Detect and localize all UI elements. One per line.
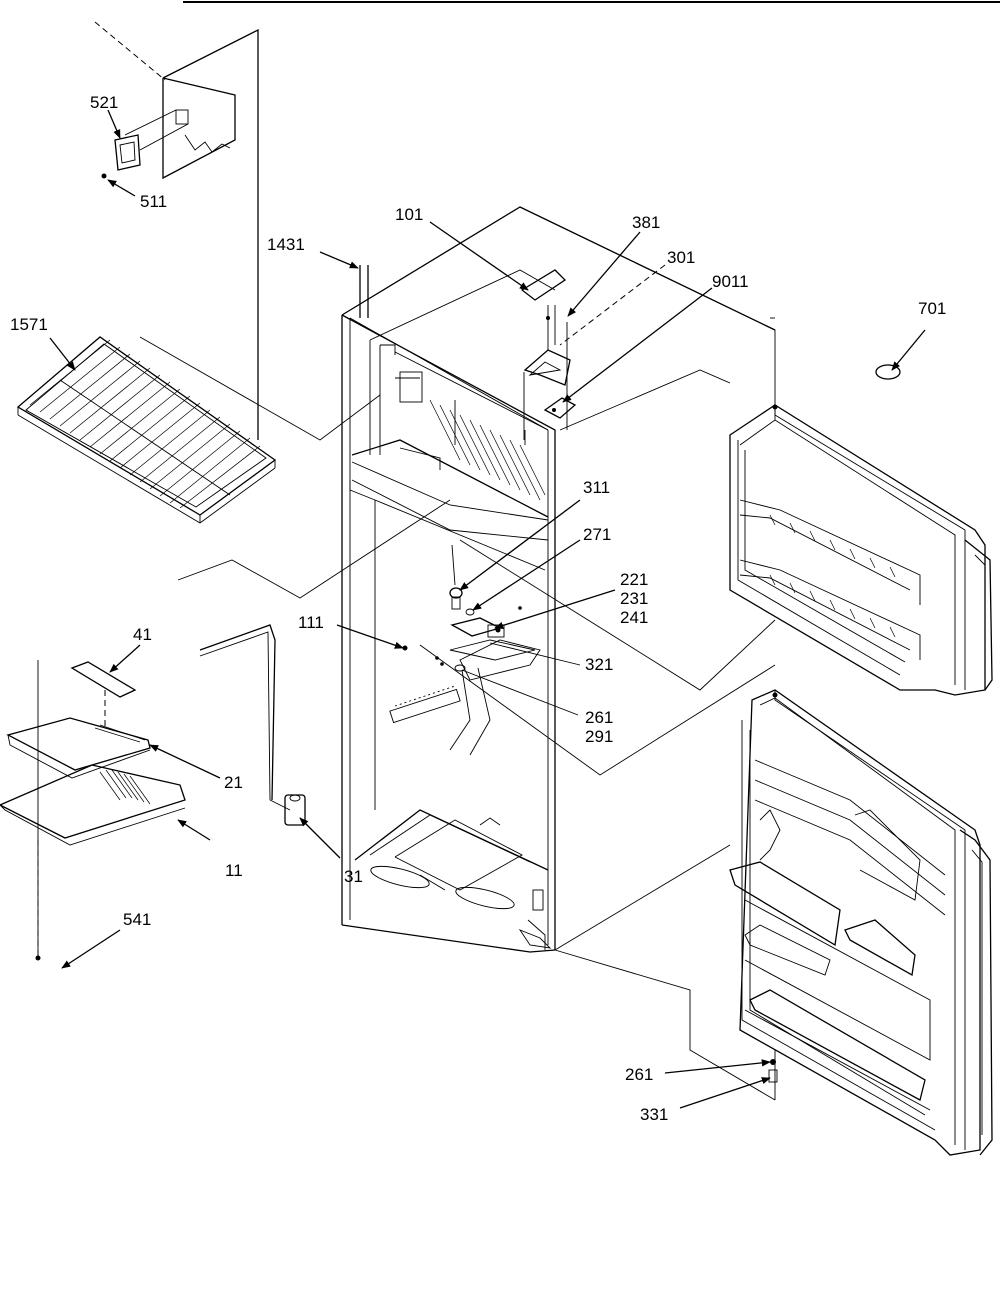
guide-line [554, 844, 731, 951]
part-41-tape [70, 661, 137, 698]
control-assembly [402, 587, 536, 672]
label-541: 541 [123, 910, 151, 929]
label-271: 271 [583, 525, 611, 544]
part-511-screw [101, 173, 107, 179]
label-31: 31 [344, 867, 363, 886]
shelf-1571 [16, 336, 277, 524]
fresh-food-door [729, 689, 993, 1156]
part-11-duct [0, 764, 186, 839]
label-11: 11 [225, 861, 243, 880]
label-1431: 1431 [267, 235, 305, 254]
part-31-tube [199, 624, 276, 801]
guide-line [559, 369, 731, 431]
label-231: 231 [620, 589, 648, 608]
part-221-thermostat [450, 617, 502, 637]
label-301: 301 [667, 248, 695, 267]
label-221: 221 [620, 570, 648, 589]
refrigerator-cabinet [341, 206, 776, 953]
label-261-lower: 261 [625, 1065, 653, 1084]
part-101-hinge-cover [520, 269, 567, 301]
part-9011-bracket [543, 397, 577, 419]
label-291: 291 [585, 727, 613, 746]
part-21-cover [6, 717, 151, 771]
label-111: 111 [298, 613, 324, 632]
label-9011: 9011 [712, 272, 749, 291]
label-41: 41 [133, 625, 152, 644]
part-labels: 521 511 1431 101 381 301 9011 701 1571 3… [10, 93, 946, 1124]
label-511: 511 [140, 192, 167, 211]
guide-line [519, 206, 776, 420]
part-321-housing [449, 639, 536, 661]
top-hinge-assembly [520, 269, 577, 440]
guide-line [554, 949, 776, 1101]
label-701: 701 [918, 299, 946, 318]
label-381: 381 [632, 213, 660, 232]
guide-line [459, 539, 776, 691]
duct-assembly [0, 624, 306, 961]
part-331-pin [768, 1069, 778, 1083]
part-301-hinge [523, 349, 571, 386]
label-241: 241 [620, 608, 648, 627]
label-101: 101 [395, 205, 423, 224]
label-261-upper: 261 [585, 708, 613, 727]
part-541-screw [35, 955, 41, 961]
part-311-knob [449, 587, 463, 599]
part-521-clip [114, 134, 141, 171]
leader-lines [49, 109, 926, 1109]
guide-line [177, 499, 451, 599]
freezer-door [729, 364, 993, 696]
part-701-plug [875, 364, 901, 380]
guide-line [139, 336, 381, 441]
label-21: 21 [224, 773, 243, 792]
guide-line [419, 644, 776, 776]
part-271-cap [465, 608, 475, 616]
part-261-washer [770, 1059, 776, 1065]
label-331: 331 [640, 1105, 668, 1124]
label-311: 311 [583, 478, 610, 497]
label-321: 321 [585, 655, 613, 674]
label-1571: 1571 [10, 315, 48, 334]
bracket-assembly [94, 21, 259, 440]
label-521: 521 [90, 93, 118, 112]
